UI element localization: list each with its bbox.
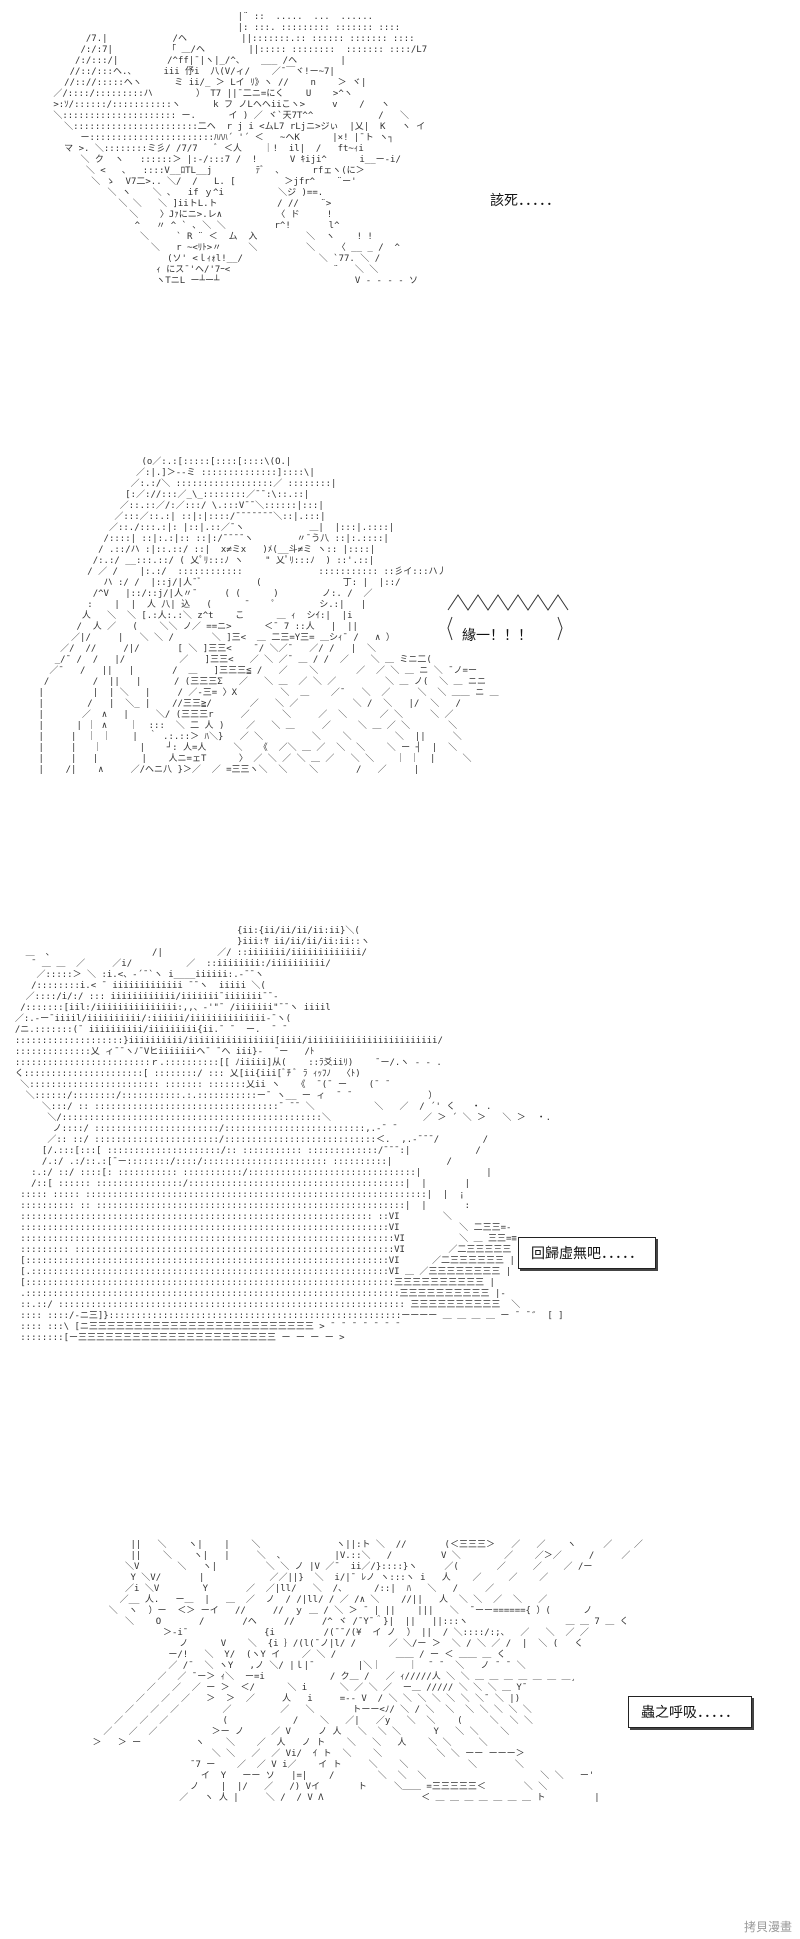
panel-4: || ＼ ヽ| | ＼ ヽ||:ト ＼ // (＜三三三＞ ／ ／ ヽ ／ ／ … — [0, 1530, 800, 1930]
dialog-text: 緣一！！！ — [462, 628, 532, 644]
ascii-art-demon-kokushibo: |¨ :: ..... ... ...... |: :::. :::::::::… — [53, 12, 428, 286]
dialog-box: 回歸虛無吧．．．．． — [518, 1237, 656, 1269]
ascii-art-character-shouting: (o／:.:[:::::[::::[::::\(O.| ／:|.]＞--ミ ::… — [38, 457, 499, 775]
dialog-text: 該死．．．．． — [490, 193, 560, 209]
dialog-box: 蟲之呼吸．．．．． — [628, 1696, 752, 1728]
watermark-logo: 拷貝漫畫 — [743, 1920, 792, 1934]
ascii-art-insect-breathing-strike: || ＼ ヽ| | ＼ ヽ||:ト ＼ // (＜三三三＞ ／ ／ ヽ ／ ／ … — [92, 1540, 643, 1803]
ascii-art-demon-dissolving: {ii:{ii/ii/ii/ii:ii}＼( }iii:ﾔ ii/ii/ii/i… — [14, 926, 564, 1343]
panel-1: |¨ :: ..... ... ...... |: :::. :::::::::… — [0, 0, 800, 430]
panel-2: (o／:.:[:::::[::::[::::\(O.| ／:|.]＞--ミ ::… — [0, 445, 800, 905]
panel-3: {ii:{ii/ii/ii/ii:ii}＼( }iii:ﾔ ii/ii/ii/i… — [0, 920, 800, 1520]
